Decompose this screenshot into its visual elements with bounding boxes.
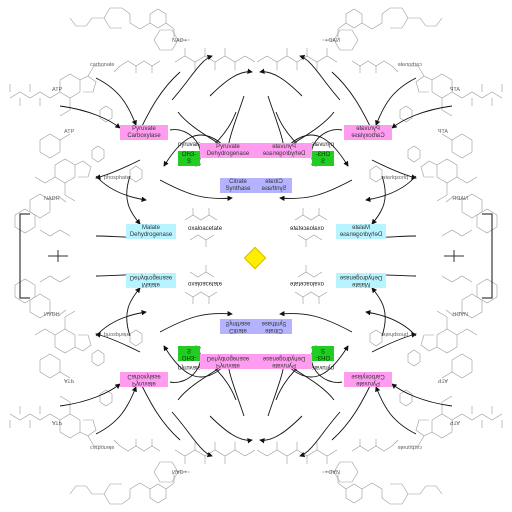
atp-top-label: ATP bbox=[449, 87, 460, 93]
enzyme-name-line-2: Synthase bbox=[225, 185, 251, 192]
oxaloacetate-label: oxaloacetate bbox=[188, 280, 223, 286]
enzyme-name-line-2: Dehydrogenase bbox=[339, 231, 383, 238]
pyruvate-dehydrogenase-box[interactable]: Pyruvate Dehydrogenase bbox=[256, 354, 312, 369]
enzyme-name-line-1: Pyruvate bbox=[132, 380, 156, 386]
pyruvate-dehydrogenase-box[interactable]: Pyruvate Dehydrogenase bbox=[200, 143, 256, 158]
quadrant-top-right: NAD+ carbonate ATP ATP Pyruvate Carboxyl… bbox=[256, 0, 512, 256]
pyruvate-dehydrogenase-box[interactable]: Pyruvate Dehydrogenase bbox=[200, 354, 256, 369]
enzyme-name-line-2: Carboxylase bbox=[127, 373, 161, 380]
citrate-synthase-box[interactable]: Citrate Synthase bbox=[220, 319, 256, 334]
citrate-synthase-box[interactable]: Citrate Synthase bbox=[256, 178, 292, 193]
oxaloacetate-label: oxaloacetate bbox=[188, 226, 223, 232]
citrate-synthase-box[interactable]: Citrate Synthase bbox=[220, 178, 256, 193]
left-bracket bbox=[19, 213, 30, 256]
enzyme-name-line-1: Malate bbox=[141, 281, 160, 287]
pyruvate-label: pyruvate bbox=[310, 364, 334, 370]
left-bracket bbox=[482, 256, 493, 299]
left-bracket bbox=[19, 256, 30, 299]
phosphate-label: phosphate bbox=[382, 175, 408, 181]
oxaloacetate-label: oxaloacetate bbox=[289, 226, 324, 232]
oh3-s-marker[interactable]: OH3-S bbox=[178, 151, 200, 166]
nad-label: NAD+ bbox=[325, 38, 340, 44]
quadrant-drawing bbox=[256, 256, 503, 505]
malate-dehydrogenase-box[interactable]: Malate Dehydrogenase bbox=[126, 273, 176, 288]
malate-dehydrogenase-box[interactable]: Malate Dehydrogenase bbox=[336, 273, 386, 288]
chemical-structures bbox=[9, 7, 256, 247]
quadrant-drawing bbox=[256, 7, 503, 256]
pyruvate-carboxylase-box[interactable]: Pyruvate Carboxylase bbox=[120, 125, 168, 140]
oh3-s-marker[interactable]: OH3-S bbox=[178, 346, 200, 361]
pyruvate-label: pyruvate bbox=[310, 142, 334, 148]
atp-label: ATP bbox=[64, 377, 75, 383]
nad-label: NAD+ bbox=[325, 468, 340, 474]
enzyme-name-line-1: Pyruvate bbox=[216, 362, 240, 368]
enzyme-name-line-1: Pyruvate bbox=[272, 362, 296, 368]
nad-label: NAD+ bbox=[172, 38, 187, 44]
citrate-synthase-box[interactable]: Citrate Synthase bbox=[256, 319, 292, 334]
pyruvate-label: pyruvate bbox=[178, 142, 202, 148]
enzyme-name-line-2: Synthase bbox=[225, 320, 251, 327]
enzyme-name-line-2: Dehydrogenase bbox=[129, 274, 173, 281]
pyruvate-dehydrogenase-box[interactable]: Pyruvate Dehydrogenase bbox=[256, 143, 312, 158]
nadh-label: NADH bbox=[44, 196, 60, 202]
nadh-label: NADH bbox=[452, 310, 468, 316]
enzyme-name-line-2: Carboxylase bbox=[127, 132, 161, 139]
quadrant-top-left: NAD+ carbonate ATP ATP Pyruvate Carboxyl… bbox=[0, 0, 256, 256]
carbonate-label: carbonate bbox=[397, 62, 422, 68]
enzyme-name-line-2: Dehydrogenase bbox=[262, 355, 306, 362]
enzyme-name-line-2: Dehydrogenase bbox=[206, 355, 250, 362]
enzyme-name-line-1: Citrate bbox=[265, 327, 283, 333]
reaction-arrows bbox=[259, 54, 453, 238]
enzyme-name-line-2: Dehydrogenase bbox=[206, 150, 250, 157]
pyruvate-carboxylase-box[interactable]: Pyruvate Carboxylase bbox=[344, 372, 392, 387]
oxaloacetate-label: oxaloacetate bbox=[289, 280, 324, 286]
phosphate-label: phosphate bbox=[104, 331, 130, 337]
malate-dehydrogenase-box[interactable]: Malate Dehydrogenase bbox=[336, 224, 386, 239]
carbonate-label: carbonate bbox=[397, 444, 422, 450]
nadh-label: NADH bbox=[44, 310, 60, 316]
chemical-structures bbox=[256, 265, 503, 505]
atp-label: ATP bbox=[437, 377, 448, 383]
enzyme-name-line-2: Dehydrogenase bbox=[262, 150, 306, 157]
enzyme-name-line-2: Synthase bbox=[261, 185, 287, 192]
enzyme-name-line-1: Pyruvate bbox=[356, 380, 380, 386]
enzyme-name-line-1: Pyruvate bbox=[132, 126, 156, 132]
quadrant-drawing bbox=[9, 7, 256, 256]
pyruvate-carboxylase-box[interactable]: Pyruvate Carboxylase bbox=[120, 372, 168, 387]
oh3-s-marker[interactable]: OH3-S bbox=[312, 151, 334, 166]
chemical-structures bbox=[9, 265, 256, 505]
atp-label: ATP bbox=[437, 129, 448, 135]
enzyme-name-line-1: Malate bbox=[141, 225, 160, 231]
malate-dehydrogenase-box[interactable]: Malate Dehydrogenase bbox=[126, 224, 176, 239]
enzyme-name-line-2: Dehydrogenase bbox=[339, 274, 383, 281]
quadrant-bottom-left: NAD+ carbonate ATP ATP Pyruvate Carboxyl… bbox=[0, 256, 256, 512]
oh3-s-marker[interactable]: OH3-S bbox=[312, 346, 334, 361]
pyruvate-carboxylase-box[interactable]: Pyruvate Carboxylase bbox=[344, 125, 392, 140]
quadrant-bottom-right: NAD+ carbonate ATP ATP Pyruvate Carboxyl… bbox=[256, 256, 512, 512]
enzyme-name-line-2: Carboxylase bbox=[351, 132, 385, 139]
atp-label: ATP bbox=[64, 129, 75, 135]
atp-top-label: ATP bbox=[449, 419, 460, 425]
nadh-label: NADH bbox=[452, 196, 468, 202]
enzyme-name-line-2: Carboxylase bbox=[351, 373, 385, 380]
left-bracket bbox=[482, 213, 493, 256]
pyruvate-label: pyruvate bbox=[178, 364, 202, 370]
carbonate-label: carbonate bbox=[90, 62, 115, 68]
nad-label: NAD+ bbox=[172, 468, 187, 474]
atp-top-label: ATP bbox=[52, 419, 63, 425]
phosphate-label: phosphate bbox=[382, 331, 408, 337]
enzyme-name-line-1: Citrate bbox=[229, 327, 247, 333]
enzyme-name-line-1: Malate bbox=[352, 281, 371, 287]
carbonate-label: carbonate bbox=[90, 444, 115, 450]
phosphate-label: phosphate bbox=[104, 175, 130, 181]
chemical-structures bbox=[256, 7, 503, 247]
enzyme-name-line-2: Synthase bbox=[261, 320, 287, 327]
enzyme-name-line-2: Dehydrogenase bbox=[129, 231, 173, 238]
atp-top-label: ATP bbox=[52, 87, 63, 93]
enzyme-name-line-1: Pyruvate bbox=[216, 144, 240, 150]
enzyme-name-line-1: Citrate bbox=[229, 179, 247, 185]
